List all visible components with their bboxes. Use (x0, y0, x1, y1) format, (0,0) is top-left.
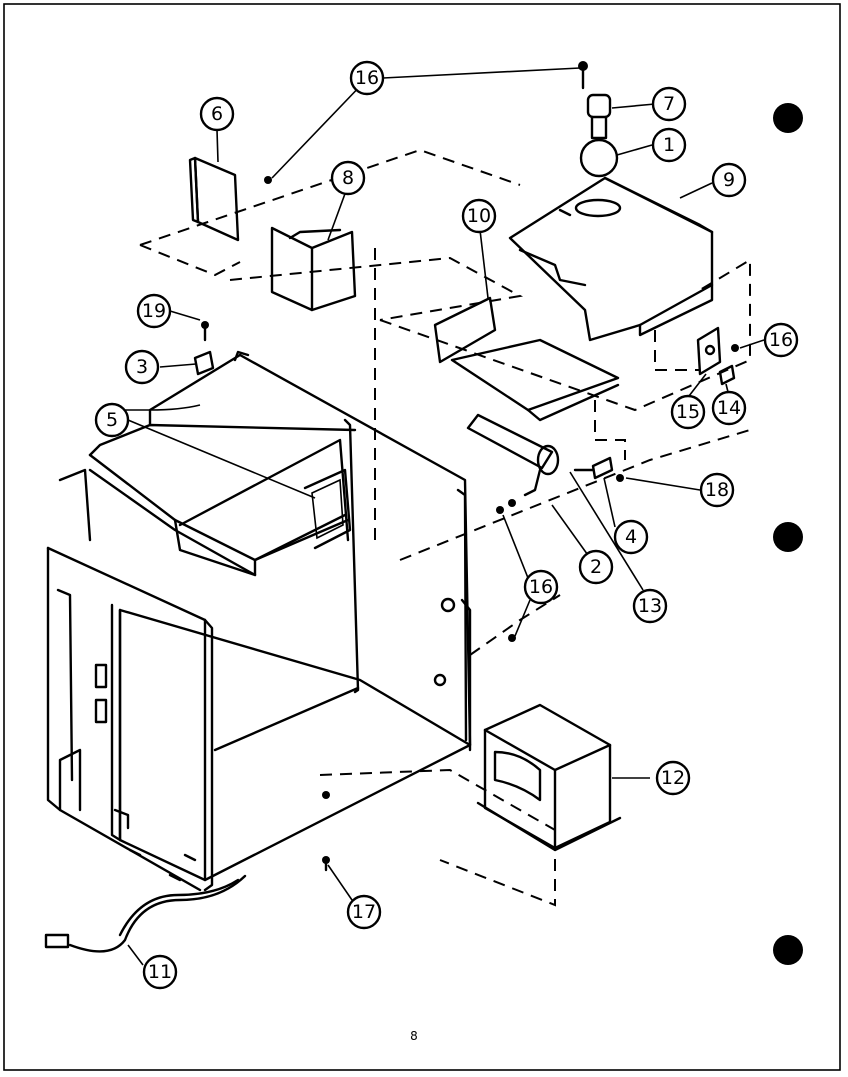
callout-label: 6 (211, 103, 223, 125)
callout-18: 18 (699, 472, 735, 508)
callout-label: 4 (625, 526, 637, 548)
callout-1: 1 (651, 127, 687, 163)
callout-label: 13 (638, 595, 662, 617)
callout-16-top: 16 (349, 60, 385, 96)
callout-label: 14 (717, 397, 741, 419)
callout-label: 1 (663, 134, 675, 156)
callout-16-right: 16 (763, 322, 799, 358)
leader-lines (106, 67, 765, 966)
part-6-cover-plate (188, 156, 240, 242)
page-number: 8 (410, 1029, 418, 1043)
callout-11: 11 (142, 954, 178, 990)
callout-17: 17 (346, 894, 382, 930)
control-slot (94, 663, 108, 689)
part-14-fastener (718, 364, 736, 386)
callout-10: 10 (461, 198, 497, 234)
control-slot (94, 698, 108, 724)
part-4-diode (573, 456, 614, 480)
callout-label: 17 (352, 901, 376, 923)
callout-9: 9 (711, 162, 747, 198)
callout-label: 19 (142, 300, 166, 322)
callout-label: 8 (342, 167, 354, 189)
callout-12: 12 (655, 760, 691, 796)
binder-hole (773, 103, 803, 133)
callout-3: 3 (124, 349, 160, 385)
callout-5: 5 (94, 402, 130, 438)
callout-label: 10 (467, 205, 491, 227)
binder-hole (773, 522, 803, 552)
callout-label: 16 (355, 67, 379, 89)
callout-2: 2 (578, 549, 614, 585)
callout-label: 9 (723, 169, 735, 191)
callout-label: 5 (106, 409, 118, 431)
assembly-lines (139, 148, 751, 907)
part-1-bulb (579, 138, 619, 178)
callout-15: 15 (670, 394, 706, 430)
callout-8: 8 (330, 160, 366, 196)
callout-label: 11 (148, 961, 172, 983)
callout-label: 15 (676, 401, 700, 423)
callout-label: 3 (136, 356, 148, 378)
callout-19: 19 (136, 293, 172, 329)
binder-hole (773, 935, 803, 965)
callout-13: 13 (632, 588, 668, 624)
callout-label: 16 (769, 329, 793, 351)
callout-16-middle: 16 (523, 569, 559, 605)
part-13-capacitor (466, 413, 560, 497)
part-7-lamp-socket (586, 93, 612, 140)
part-8-bracket (270, 226, 357, 312)
part-9-top-cover (508, 176, 714, 342)
callout-label: 18 (705, 479, 729, 501)
callout-6: 6 (199, 96, 235, 132)
callout-14: 14 (711, 390, 747, 426)
callout-label: 16 (529, 576, 553, 598)
page-border (3, 3, 841, 1071)
callout-7: 7 (651, 86, 687, 122)
callout-label: 7 (663, 93, 675, 115)
cabinet (46, 350, 472, 892)
callout-label: 2 (590, 556, 602, 578)
fasteners (193, 176, 739, 872)
part-11-power-cord (44, 874, 247, 953)
callout-4: 4 (613, 519, 649, 555)
part-12-transformer (476, 703, 622, 852)
part-15-terminal (696, 326, 722, 376)
screw-head (578, 61, 588, 71)
part-10-shelf (433, 296, 620, 422)
callout-label: 12 (661, 767, 685, 789)
